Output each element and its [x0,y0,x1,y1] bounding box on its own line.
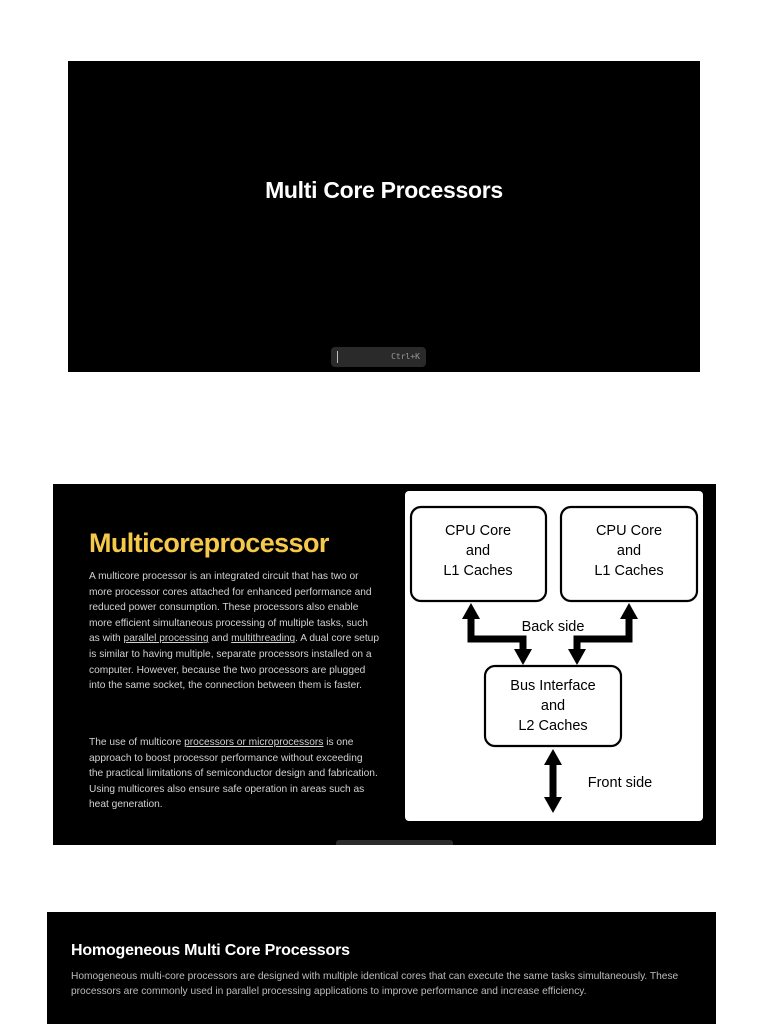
arrowhead-down-front [544,797,562,813]
diagram-svg: CPU Core and L1 Caches CPU Core and L1 C… [409,505,699,813]
text-run: and [208,633,232,645]
arrowhead-down-right [568,649,586,665]
back-side-label: Back side [522,619,585,635]
text-caret [337,351,338,363]
multicore-slide: Multicoreprocessor A multicore processor… [53,484,716,845]
body-paragraph: Homogeneous multi-core processors are de… [71,971,679,997]
slide-heading: Multicoreprocessor [89,528,329,558]
bus-interface-box [483,664,623,748]
parallel-processing-link[interactable]: parallel processing [123,633,209,645]
bus-line-2: and [541,698,565,714]
core-right-line-1: CPU Core [596,523,662,539]
bus-line-1: Bus Interface [510,678,595,694]
text-run: A multicore processor is an integrated c… [89,571,372,645]
multicore-diagram: CPU Core and L1 Caches CPU Core and L1 C… [405,491,703,821]
core-left-line-1: CPU Core [445,523,511,539]
keyboard-shortcut-hint: Ctrl+K [391,352,420,361]
text-run: is one approach to boost processor perfo… [89,737,378,811]
toolbar-edge [336,840,453,845]
bus-line-3: L2 Caches [518,718,587,734]
body-paragraph-1: A multicore processor is an integrated c… [89,569,379,694]
text-run: . A dual core setup is similar to having… [89,633,379,692]
cpu-core-left-box [409,505,548,603]
text-run: The use of multicore [89,737,185,748]
homogeneous-slide: Homogeneous Multi Core Processors Homoge… [47,912,716,1024]
slide-heading: Homogeneous Multi Core Processors [71,942,350,959]
arrowhead-down-left [514,649,532,665]
back-side-right-connector [573,617,633,651]
command-search-bar[interactable]: Ctrl+K [331,347,426,367]
arrowhead-up-left [462,603,480,619]
core-left-line-2: and [466,543,490,559]
arrowhead-up-front [544,749,562,765]
core-right-line-2: and [617,543,641,559]
title-slide: Multi Core Processors Ctrl+K [68,61,700,372]
slide-title: Multi Core Processors [265,177,503,203]
body-paragraph-2: The use of multicore processors or micro… [89,735,379,813]
front-side-label: Front side [588,775,652,791]
arrowhead-up-right [620,603,638,619]
processors-link[interactable]: processors or microprocessors [184,737,324,748]
core-right-line-3: L1 Caches [594,563,663,579]
cpu-core-right-box [559,505,699,603]
multithreading-link[interactable]: multithreading [231,633,296,645]
core-left-line-3: L1 Caches [443,563,512,579]
back-side-left-connector [467,617,527,651]
